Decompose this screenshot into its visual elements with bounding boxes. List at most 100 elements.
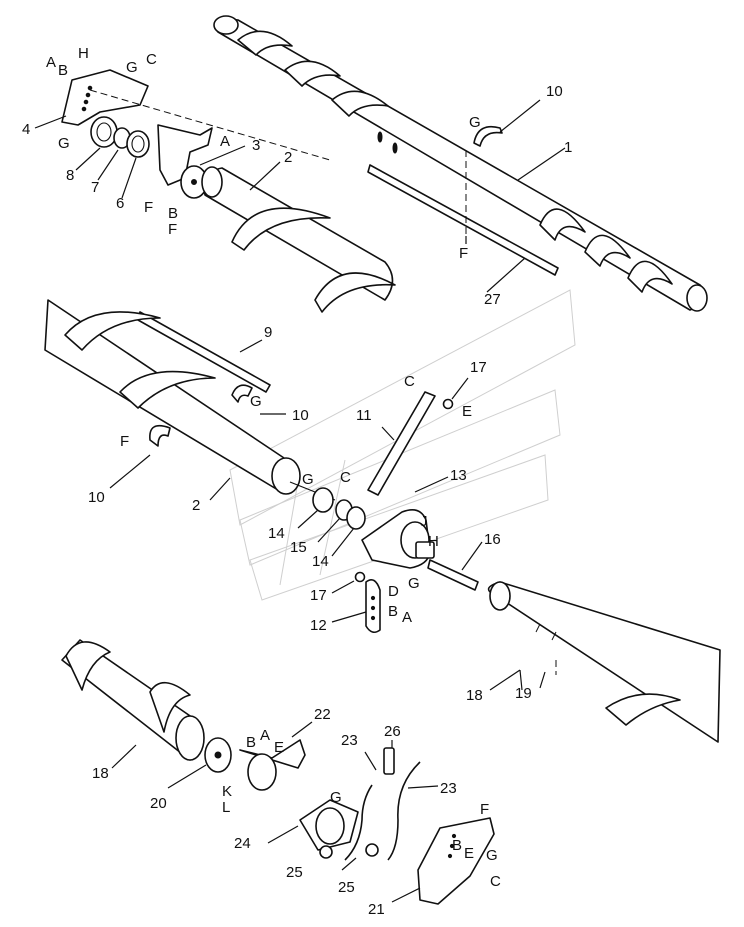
letter-H2: H bbox=[428, 533, 439, 550]
callout-23-right: 23 bbox=[440, 780, 457, 797]
drive-shaft-part-16 bbox=[427, 559, 479, 591]
letter-A4: A bbox=[260, 727, 270, 744]
callout-12: 12 bbox=[310, 617, 327, 634]
strip-part-27 bbox=[367, 164, 559, 276]
callout-8: 8 bbox=[66, 167, 74, 184]
letter-F5: F bbox=[480, 801, 489, 818]
letter-F3: F bbox=[459, 245, 468, 262]
callout-3: 3 bbox=[252, 137, 260, 154]
letter-G4: G bbox=[250, 393, 262, 410]
reference-letters: A B H G C G A F B F G F G F C E C G J H … bbox=[46, 45, 501, 890]
callout-23-left: 23 bbox=[341, 732, 358, 749]
washer-part-17-bottom bbox=[354, 571, 366, 583]
callout-16: 16 bbox=[484, 531, 501, 548]
letter-K1: K bbox=[222, 783, 232, 800]
part-19-bracket-line bbox=[489, 669, 546, 691]
letter-G5: G bbox=[302, 471, 314, 488]
callout-14-left: 14 bbox=[268, 525, 285, 542]
callout-27: 27 bbox=[484, 291, 501, 308]
callout-labels: 4 8 7 6 3 2 10 1 27 9 10 10 11 17 13 2 1… bbox=[22, 83, 572, 918]
callout-10-mid-right: 10 bbox=[292, 407, 309, 424]
callout-24: 24 bbox=[234, 835, 251, 852]
callout-18-right: 18 bbox=[466, 687, 483, 704]
letter-B5: B bbox=[452, 837, 462, 854]
letter-E1: E bbox=[462, 403, 472, 420]
callout-7: 7 bbox=[91, 179, 99, 196]
callout-17-top: 17 bbox=[470, 359, 487, 376]
letter-G6: G bbox=[408, 575, 420, 592]
letter-C3: C bbox=[340, 469, 351, 486]
callout-10-left: 10 bbox=[88, 489, 105, 506]
letter-G2: G bbox=[58, 135, 70, 152]
watermark-logo bbox=[229, 289, 576, 601]
arm-part-11 bbox=[367, 391, 436, 496]
ring-part-14-left bbox=[312, 487, 334, 513]
ring-part-14-right bbox=[346, 506, 366, 530]
callout-9: 9 bbox=[264, 324, 272, 341]
callout-26: 26 bbox=[384, 723, 401, 740]
bracket-part-21 bbox=[417, 817, 495, 905]
letter-E2: E bbox=[274, 739, 284, 756]
letter-C2: C bbox=[404, 373, 415, 390]
auger-tube-part-1 bbox=[213, 15, 708, 312]
auger-tube-part-18-right bbox=[487, 581, 721, 743]
letter-B4: B bbox=[246, 734, 256, 751]
washer-part-17-top bbox=[442, 398, 454, 410]
letter-A2: A bbox=[220, 133, 230, 150]
hydraulic-motor-part-24 bbox=[299, 799, 359, 851]
callout-6: 6 bbox=[116, 195, 124, 212]
callout-10-top: 10 bbox=[546, 83, 563, 100]
fitting-part-26 bbox=[383, 747, 395, 775]
ring-part-8 bbox=[90, 116, 118, 148]
letter-E3: E bbox=[464, 845, 474, 862]
letter-G1: G bbox=[126, 59, 138, 76]
callout-18-left: 18 bbox=[92, 765, 109, 782]
letter-C1: C bbox=[146, 51, 157, 68]
callout-25-right: 25 bbox=[338, 879, 355, 896]
callout-19: 19 bbox=[515, 685, 532, 702]
ring-part-6 bbox=[126, 130, 150, 158]
letter-L1: L bbox=[222, 799, 230, 816]
callout-13: 13 bbox=[450, 467, 467, 484]
clamp-part-10-mid bbox=[231, 384, 253, 403]
hose-part-23-right bbox=[387, 761, 421, 861]
callout-2-top: 2 bbox=[284, 149, 292, 166]
callout-15: 15 bbox=[290, 539, 307, 556]
letter-G7: G bbox=[330, 789, 342, 806]
letter-J1: J bbox=[420, 513, 428, 530]
callout-14-right: 14 bbox=[312, 553, 329, 570]
letter-B1: B bbox=[58, 62, 68, 79]
letter-G8: G bbox=[486, 847, 498, 864]
callout-2-mid: 2 bbox=[192, 497, 200, 514]
letter-D1: D bbox=[388, 583, 399, 600]
housing-holes bbox=[81, 85, 93, 112]
callout-20: 20 bbox=[150, 795, 167, 812]
auger-tube-part-2-top bbox=[201, 166, 396, 313]
clamp-part-10-left bbox=[149, 424, 171, 447]
letter-B2: B bbox=[168, 205, 178, 222]
letter-F4: F bbox=[120, 433, 129, 450]
flange-bracket bbox=[157, 124, 213, 186]
letter-G3: G bbox=[469, 114, 481, 131]
letter-C4: C bbox=[490, 873, 501, 890]
callout-21: 21 bbox=[368, 901, 385, 918]
auger-tube-part-18-left bbox=[61, 639, 205, 761]
fitting-part-25-right bbox=[365, 843, 379, 857]
callout-4: 4 bbox=[22, 121, 30, 138]
assembly-axis-top bbox=[89, 89, 331, 161]
auger-tube-part-2-mid bbox=[44, 299, 301, 495]
callout-22: 22 bbox=[314, 706, 331, 723]
callout-11: 11 bbox=[356, 407, 372, 424]
letter-B3: B bbox=[388, 603, 398, 620]
fitting-part-25-left bbox=[319, 845, 333, 859]
letter-A1: A bbox=[46, 54, 56, 71]
letter-A3: A bbox=[402, 609, 412, 626]
callout-1: 1 bbox=[564, 139, 572, 156]
letter-F1: F bbox=[144, 199, 153, 216]
letter-F2: F bbox=[168, 221, 177, 238]
clamp-part-10-top bbox=[473, 125, 503, 147]
hose-part-23-left bbox=[344, 784, 373, 861]
letter-H1: H bbox=[78, 45, 89, 62]
callout-25-left: 25 bbox=[286, 864, 303, 881]
